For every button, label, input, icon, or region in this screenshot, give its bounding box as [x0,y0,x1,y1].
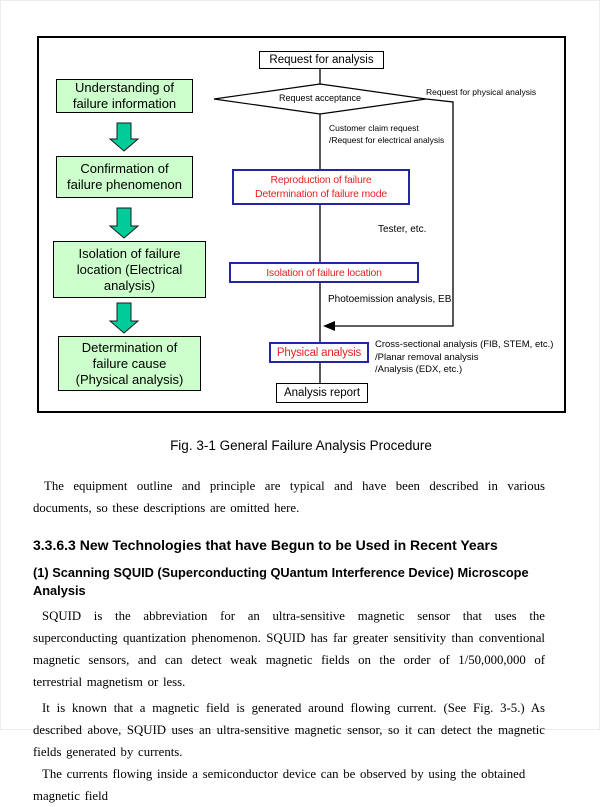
paragraph-squid-sensitivity: SQUID is the abbreviation for an ultra-s… [33,609,545,689]
down-block-arrow-icon [108,207,140,239]
stage-determination-failure-cause: Determination of failure cause (Physical… [58,336,201,391]
label-request-physical-analysis: Request for physical analysis [426,87,537,97]
decision-diamond [213,83,427,115]
label-cross-sectional-analysis: Cross-sectional analysis (FIB, STEM, etc… [375,339,554,375]
end-box-analysis-report: Analysis report [276,383,368,403]
label-photoemission-analysis: Photoemission analysis, EB [328,294,452,305]
label-customer-claim-request: Customer claim request /Request for elec… [329,123,445,145]
body-text: The equipment outline and principle are … [33,475,545,807]
flowchart-connectors [108,69,454,383]
stage-isolation-failure-location: Isolation of failure location (Electrica… [53,241,206,298]
step-reproduction-of-failure: Reproduction of failure Determination of… [232,169,410,205]
failure-analysis-flowchart: Understanding of failure information Con… [37,36,566,413]
down-block-arrow-icon [108,302,140,334]
step-physical-analysis: Physical analysis [269,342,369,363]
step-isolation-of-failure-location: Isolation of failure location [229,262,419,283]
section-heading: 3.3.6.3 New Technologies that have Begun… [33,537,498,553]
paragraph-magnetic-field: It is known that a magnetic field is gen… [33,701,545,759]
stage-confirmation-failure-phenomenon: Confirmation of failure phenomenon [56,156,193,198]
subsection-heading: (1) Scanning SQUID (Superconducting QUan… [33,565,529,598]
figure-caption: Fig. 3-1 General Failure Analysis Proced… [170,438,432,453]
paragraph-currents-observed: The currents flowing inside a semiconduc… [33,767,526,803]
down-block-arrow-icon [108,122,140,152]
paragraph-equipment-outline: The equipment outline and principle are … [33,479,545,515]
start-box-request-for-analysis: Request for analysis [259,51,384,69]
label-tester-etc: Tester, etc. [378,224,427,235]
physical-branch-line [333,98,454,327]
decision-label-request-acceptance: Request acceptance [278,93,362,103]
stage-understanding-failure-information: Understanding of failure information [56,79,193,113]
merge-arrowhead-icon [323,321,335,331]
